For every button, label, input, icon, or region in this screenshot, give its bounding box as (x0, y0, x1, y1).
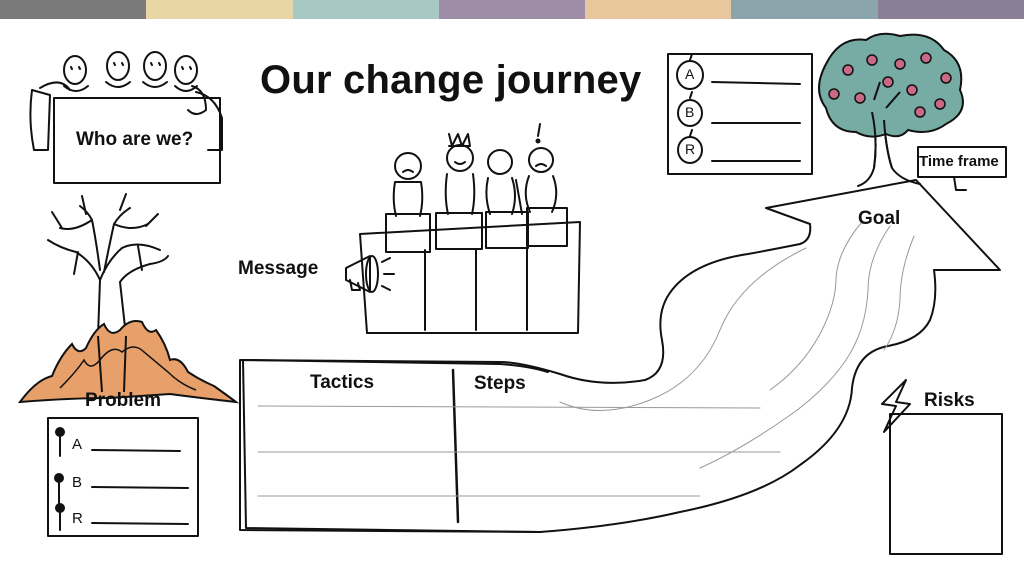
tree-trunk-base (97, 335, 127, 393)
path-line-2 (699, 225, 891, 469)
goal-item-r: R (685, 141, 696, 157)
problem-label: Problem (85, 390, 162, 411)
problem-list-box (47, 417, 199, 537)
risks-box (889, 413, 1003, 555)
journey-path-outline (239, 179, 1001, 533)
match-icons (54, 427, 189, 531)
podium-illustration (359, 123, 581, 334)
steps-label: Steps (474, 373, 526, 394)
color-stripe-4 (438, 0, 586, 19)
lightning-icon (881, 379, 911, 433)
tactics-steps-table (242, 359, 781, 533)
goal-item-b: B (685, 104, 695, 120)
who-are-we-label: Who are we? (76, 129, 194, 150)
dead-tree-illustration (47, 193, 169, 337)
goal-list-box (667, 53, 813, 175)
problem-item-b: B (72, 474, 83, 491)
people-group-illustration (29, 51, 223, 151)
time-frame-sign (917, 146, 1007, 178)
goal-label: Goal (858, 208, 901, 229)
risks-label: Risks (924, 390, 975, 411)
page-title: Our change journey (260, 58, 642, 102)
goal-item-a: A (685, 66, 695, 82)
fire-inner-flame (59, 346, 197, 391)
time-frame-label: Time frame (919, 153, 999, 170)
sign-post (953, 176, 967, 191)
problem-item-a: A (72, 436, 83, 453)
color-stripe-7 (877, 0, 1024, 19)
color-stripe-6 (731, 0, 878, 19)
color-stripe-1 (0, 0, 147, 19)
apple-tree-foliage (818, 32, 964, 169)
fire-illustration (17, 320, 240, 404)
path-line-4 (559, 247, 807, 411)
who-sign-board (53, 97, 221, 184)
problem-item-r: R (72, 510, 83, 527)
color-stripe-3 (292, 0, 439, 19)
path-line-3 (883, 235, 915, 351)
path-line-1 (769, 221, 863, 391)
color-stripe-5 (585, 0, 732, 19)
apple-icons (676, 53, 801, 164)
message-label: Message (238, 258, 319, 279)
tactics-label: Tactics (310, 372, 375, 393)
megaphone-icon (345, 255, 395, 293)
top-color-bar (0, 0, 1024, 19)
color-stripe-2 (146, 0, 293, 19)
